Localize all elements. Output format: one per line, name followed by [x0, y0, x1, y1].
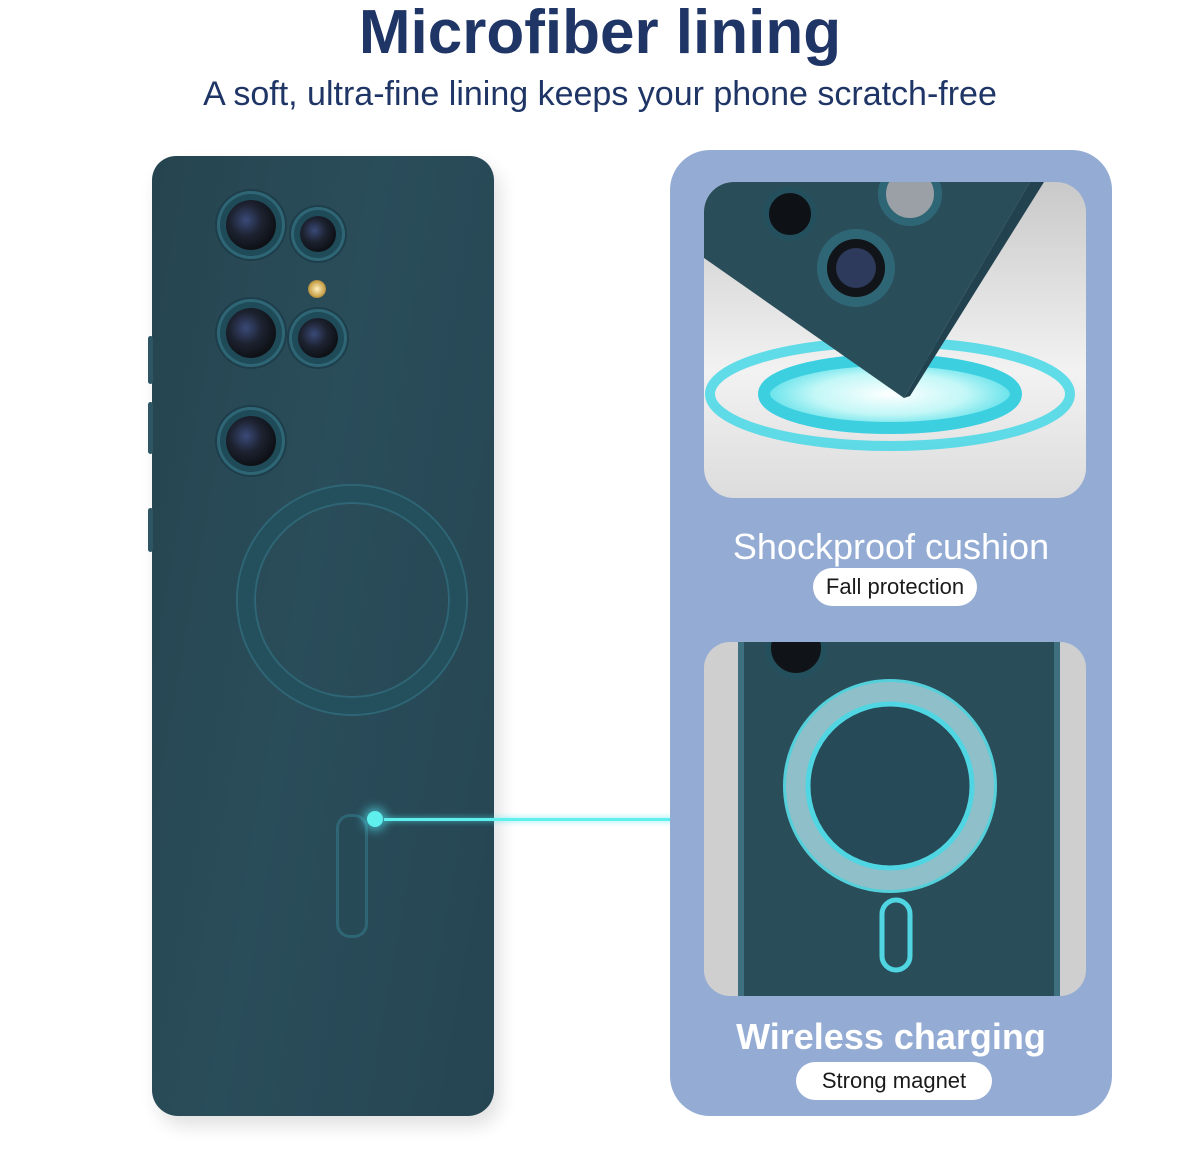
wireless-charging-illustration [738, 642, 1060, 996]
magsafe-ring [238, 486, 466, 714]
camera-sensor [300, 216, 336, 252]
side-button [148, 402, 153, 454]
camera-lens [226, 308, 276, 358]
alignment-slot [336, 814, 368, 938]
feature-title-shockproof: Shockproof cushion [732, 526, 1050, 567]
shockproof-photo [704, 182, 1086, 498]
wireless-charging-photo [704, 642, 1086, 996]
camera-lens [298, 318, 338, 358]
side-button [148, 508, 153, 552]
feature-title-wireless: Wireless charging [736, 1016, 1046, 1057]
side-button [148, 336, 153, 384]
flash-icon [308, 280, 326, 298]
camera-lens [226, 416, 276, 466]
callout-line [384, 818, 704, 821]
page-title: Microfiber lining [358, 0, 842, 67]
feature-panel: Shockproof cushion Fall protection Wirel… [670, 150, 1112, 1116]
camera-lens [226, 200, 276, 250]
shockproof-illustration [704, 182, 1075, 451]
page-subtitle: A soft, ultra-fine lining keeps your pho… [203, 75, 997, 113]
callout-dot [367, 811, 383, 827]
feature-badge-strong-magnet: Strong magnet [796, 1062, 992, 1100]
feature-badge-fall-protection: Fall protection [813, 568, 977, 606]
phone-case-back [148, 156, 494, 1116]
